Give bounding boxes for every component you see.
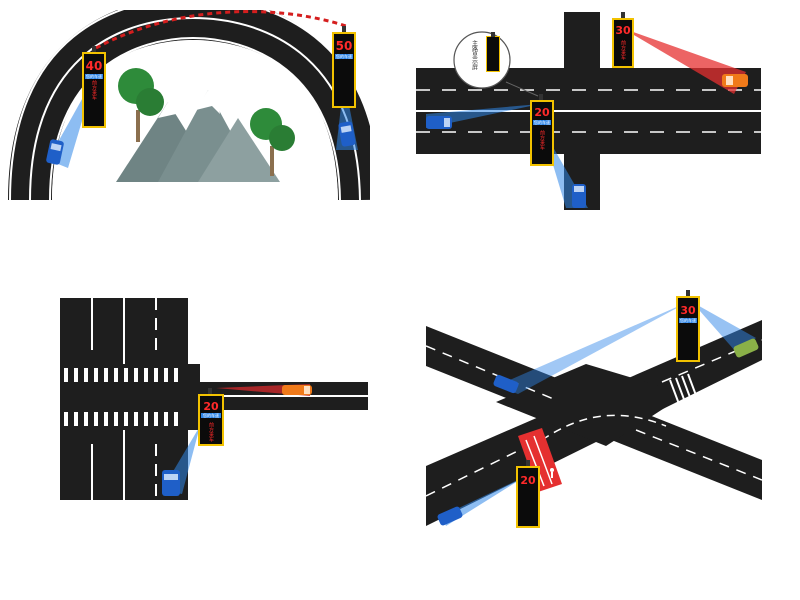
car-blue-right: [338, 121, 356, 147]
speed-sign-header: 您的车速: [203, 412, 219, 418]
speed-sign-center-speed: 20: [534, 106, 550, 119]
speed-sign-right-speed: 50: [336, 39, 353, 53]
speed-sign-right-header: 您的车速: [336, 53, 352, 59]
radar-beam-blue-left: [426, 104, 540, 128]
speed-sign-left: 40 您的车速 前方来车: [82, 46, 106, 128]
crossroad-panel: 20 您的车速 前方来车: [60, 298, 368, 500]
radar-beam-red: [622, 28, 746, 94]
tree-left: [118, 68, 164, 142]
speed-sign-warning: 前方来车: [208, 421, 214, 443]
signal-link-line: [95, 10, 347, 50]
crosswalk-bottom: [64, 412, 178, 426]
car-green: [733, 338, 759, 358]
speed-sign-bottom: 20: [516, 460, 540, 528]
speed-sign-top: 30 前方来车: [612, 12, 634, 68]
pedestrian-icon: [550, 468, 554, 478]
callout-label: 主路显示屏: [471, 39, 478, 71]
speed-sign-speed: 20: [203, 400, 219, 413]
side-road-top: [564, 12, 600, 68]
mountain-illustration: [116, 90, 280, 182]
crosswalk-top: [64, 368, 178, 382]
curve-road-panel: 40 您的车速 前方来车 50 您的车速: [8, 10, 370, 200]
radar-beam-right: [692, 302, 756, 352]
car-orange: [722, 74, 748, 87]
speed-sign-right: 50 您的车速: [332, 26, 356, 108]
car-orange: [282, 385, 312, 395]
radar-beam-bottom: [442, 476, 526, 526]
speed-sign-left-warning: 前方来车: [91, 79, 97, 101]
speed-sign-top-warning: 前方来车: [620, 39, 626, 61]
speed-sign-top-speed: 30: [615, 24, 631, 37]
car-blue-top: [493, 374, 519, 394]
car-blue-bottom: [437, 506, 463, 526]
car-blue-bottom: [572, 184, 586, 208]
speed-sign-center-header: 您的车速: [534, 119, 550, 125]
radar-beam-wide: [496, 302, 688, 394]
tree-right: [250, 108, 295, 176]
speed-sign-bottom-speed: 20: [520, 474, 536, 487]
speed-sign-center-warning: 前方来车: [539, 129, 545, 151]
speed-sign-top-header: 您的车速: [680, 317, 696, 323]
speed-sign-left-header: 您的车速: [86, 73, 102, 79]
crosswalk-white: [669, 373, 707, 429]
car-blue-left: [426, 116, 452, 129]
speed-sign: 20 您的车速 前方来车: [198, 388, 224, 446]
speed-sign-left-speed: 40: [86, 59, 103, 73]
callout-bubble: 主路显示屏: [453, 31, 539, 97]
x-junction-panel: 30 您的车速 20: [426, 290, 762, 528]
car-blue-left: [46, 139, 64, 165]
t-junction-panel: 30 前方来车 20 您的车速 前方来车 主路显示屏: [416, 12, 761, 210]
speed-sign-center: 20 您的车速 前方来车: [530, 94, 554, 166]
car-blue: [162, 470, 180, 496]
speed-sign-top-speed: 30: [680, 304, 696, 317]
speed-sign-top: 30 您的车速: [676, 290, 700, 362]
